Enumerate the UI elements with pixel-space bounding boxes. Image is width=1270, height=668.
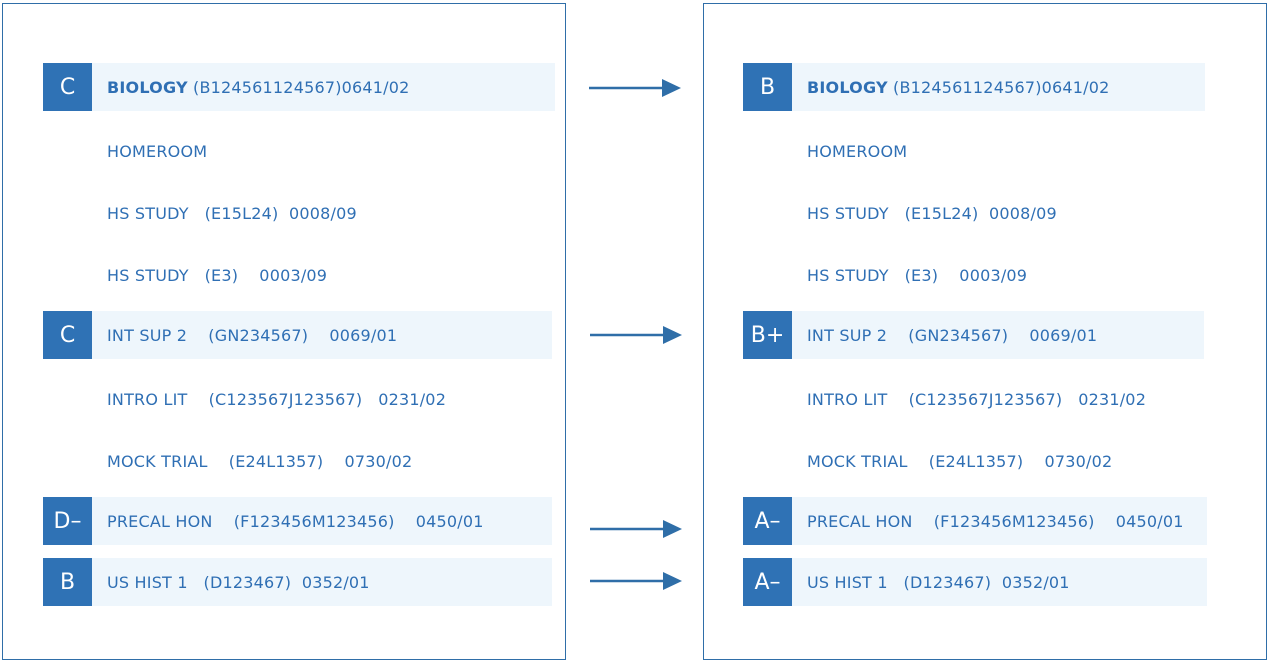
before-course-row: MOCK TRIAL (E24L1357) 0730/02 xyxy=(43,437,563,485)
row-highlight xyxy=(92,558,552,606)
course-label: HS STUDY (E15L24) 0008/09 xyxy=(807,204,1057,223)
course-label: PRECAL HON (F123456M123456) 0450/01 xyxy=(107,512,484,531)
course-code: (F123456M123456) 0450/01 xyxy=(212,511,484,531)
course-label: INT SUP 2 (GN234567) 0069/01 xyxy=(807,326,1097,345)
course-code: (C123567J123567) 0231/02 xyxy=(887,389,1147,409)
course-code: (E15L24) 0008/09 xyxy=(188,203,357,223)
course-label: US HIST 1 (D123467) 0352/01 xyxy=(107,573,370,592)
course-label: BIOLOGY (B124561124567)0641/02 xyxy=(807,78,1110,97)
row-highlight xyxy=(792,63,1205,111)
course-code: (GN234567) 0069/01 xyxy=(887,325,1098,345)
course-name: INTRO LIT xyxy=(807,389,888,409)
after-course-row: HOMEROOM xyxy=(743,127,1263,175)
before-course-row: HS STUDY (E15L24) 0008/09 xyxy=(43,189,563,237)
course-name: INTRO LIT xyxy=(107,389,188,409)
after-course-row: A– PRECAL HON (F123456M123456) 0450/01 xyxy=(743,497,1263,545)
course-name: HS STUDY xyxy=(107,265,189,285)
course-label: HOMEROOM xyxy=(807,142,907,161)
before-course-row: D– PRECAL HON (F123456M123456) 0450/01 xyxy=(43,497,563,545)
after-course-row: HS STUDY (E3) 0003/09 xyxy=(743,251,1263,299)
before-course-row: INTRO LIT (C123567J123567) 0231/02 xyxy=(43,375,563,423)
after-course-row: MOCK TRIAL (E24L1357) 0730/02 xyxy=(743,437,1263,485)
course-code: (D123467) 0352/01 xyxy=(887,572,1070,592)
before-course-row: HOMEROOM xyxy=(43,127,563,175)
course-label: HS STUDY (E15L24) 0008/09 xyxy=(107,204,357,223)
row-highlight xyxy=(792,497,1207,545)
course-name: US HIST 1 xyxy=(107,572,188,592)
course-code: (E24L1357) 0730/02 xyxy=(207,451,413,471)
course-code: (D123467) 0352/01 xyxy=(187,572,370,592)
grade-badge: A– xyxy=(743,558,792,606)
course-label: HS STUDY (E3) 0003/09 xyxy=(107,266,327,285)
course-name: BIOLOGY xyxy=(107,77,188,97)
row-highlight xyxy=(792,558,1207,606)
course-label: INTRO LIT (C123567J123567) 0231/02 xyxy=(107,390,446,409)
course-code: (E3) 0003/09 xyxy=(188,265,328,285)
after-course-row: B+ INT SUP 2 (GN234567) 0069/01 xyxy=(743,311,1263,359)
after-course-row: B BIOLOGY (B124561124567)0641/02 xyxy=(743,63,1263,111)
grade-badge: A– xyxy=(743,497,792,545)
after-course-row: INTRO LIT (C123567J123567) 0231/02 xyxy=(743,375,1263,423)
course-name: US HIST 1 xyxy=(807,572,888,592)
row-highlight xyxy=(792,311,1204,359)
arrow-us-hist-1 xyxy=(590,572,682,590)
grade-badge: C xyxy=(43,63,92,111)
course-label: HOMEROOM xyxy=(107,142,207,161)
course-label: MOCK TRIAL (E24L1357) 0730/02 xyxy=(807,452,1112,471)
arrow-int-sup-2 xyxy=(590,326,682,344)
course-name: PRECAL HON xyxy=(807,511,913,531)
course-code: (F123456M123456) 0450/01 xyxy=(912,511,1184,531)
before-course-row: C BIOLOGY (B124561124567)0641/02 xyxy=(43,63,563,111)
row-highlight xyxy=(92,497,552,545)
grade-badge: B xyxy=(43,558,92,606)
course-label: PRECAL HON (F123456M123456) 0450/01 xyxy=(807,512,1184,531)
course-label: INTRO LIT (C123567J123567) 0231/02 xyxy=(807,390,1146,409)
course-label: HS STUDY (E3) 0003/09 xyxy=(807,266,1027,285)
row-highlight xyxy=(92,63,555,111)
course-name: HS STUDY xyxy=(807,203,889,223)
grade-badge: B xyxy=(743,63,792,111)
course-label: US HIST 1 (D123467) 0352/01 xyxy=(807,573,1070,592)
arrow-precal-hon xyxy=(590,520,682,538)
course-name: MOCK TRIAL xyxy=(807,451,908,471)
before-course-row: B US HIST 1 (D123467) 0352/01 xyxy=(43,558,563,606)
arrow-biology xyxy=(589,79,681,97)
course-code: (GN234567) 0069/01 xyxy=(187,325,398,345)
course-label: INT SUP 2 (GN234567) 0069/01 xyxy=(107,326,397,345)
before-course-row: HS STUDY (E3) 0003/09 xyxy=(43,251,563,299)
course-code: (E3) 0003/09 xyxy=(888,265,1028,285)
grade-badge: C xyxy=(43,311,92,359)
course-name: HOMEROOM xyxy=(107,141,208,161)
grade-badge: D– xyxy=(43,497,92,545)
after-course-row: A– US HIST 1 (D123467) 0352/01 xyxy=(743,558,1263,606)
course-code: (C123567J123567) 0231/02 xyxy=(187,389,447,409)
course-name: INT SUP 2 xyxy=(107,325,188,345)
course-name: HS STUDY xyxy=(107,203,189,223)
row-highlight xyxy=(92,311,552,359)
course-code: (B124561124567)0641/02 xyxy=(887,77,1110,97)
course-name: HOMEROOM xyxy=(807,141,908,161)
course-name: HS STUDY xyxy=(807,265,889,285)
course-code: (E24L1357) 0730/02 xyxy=(907,451,1113,471)
grade-badge: B+ xyxy=(743,311,792,359)
before-course-row: C INT SUP 2 (GN234567) 0069/01 xyxy=(43,311,563,359)
course-label: BIOLOGY (B124561124567)0641/02 xyxy=(107,78,410,97)
course-code: (E15L24) 0008/09 xyxy=(888,203,1057,223)
course-name: MOCK TRIAL xyxy=(107,451,208,471)
course-code: (B124561124567)0641/02 xyxy=(187,77,410,97)
course-name: BIOLOGY xyxy=(807,77,888,97)
after-course-row: HS STUDY (E15L24) 0008/09 xyxy=(743,189,1263,237)
course-label: MOCK TRIAL (E24L1357) 0730/02 xyxy=(107,452,412,471)
course-name: INT SUP 2 xyxy=(807,325,888,345)
course-name: PRECAL HON xyxy=(107,511,213,531)
